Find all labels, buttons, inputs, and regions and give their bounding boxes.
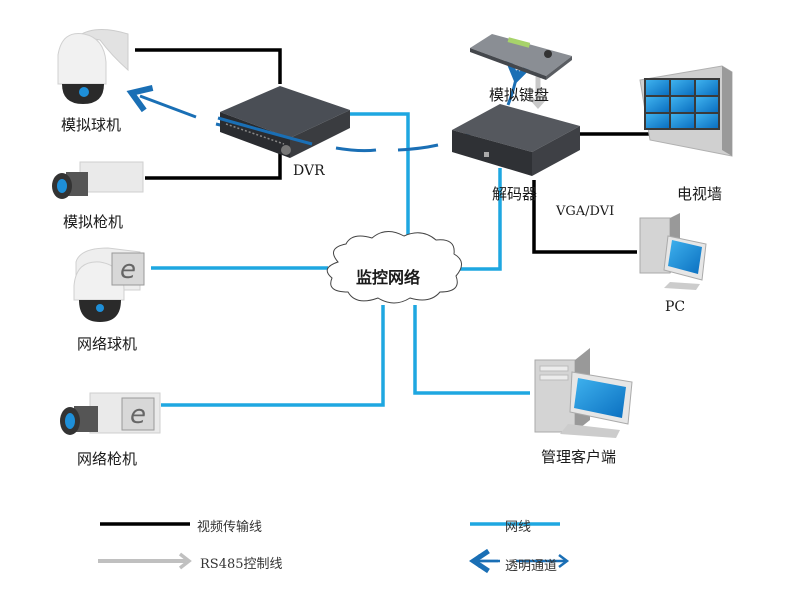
video-wall-icon	[639, 65, 733, 157]
network-line-dvr	[350, 112, 410, 246]
label-network-cloud: 监控网络	[356, 268, 421, 287]
video-line-analog-dome-dvr	[135, 48, 282, 84]
label-vga-dvi: VGA/DVI	[556, 204, 615, 219]
label-video-wall: 电视墙	[677, 185, 723, 203]
video-line-decoder-pc	[532, 180, 637, 254]
network-lines	[151, 112, 530, 407]
analog-keyboard-icon	[470, 34, 572, 80]
network-line-network-bullet	[161, 305, 385, 407]
dvr-icon	[217, 86, 350, 158]
label-network-dome: 网络球机	[77, 335, 138, 353]
network-line-mgmt	[413, 305, 530, 395]
pc-icon	[639, 213, 707, 290]
label-decoder: 解码器	[492, 185, 538, 203]
network-cloud-icon	[326, 231, 462, 304]
decoder-icon	[452, 104, 580, 176]
video-lines	[135, 48, 652, 254]
label-management-client: 管理客户端	[541, 448, 617, 466]
network-line-decoder	[460, 168, 502, 271]
legend	[98, 522, 570, 574]
video-wall-screens	[644, 78, 720, 130]
network-dome-camera-icon: e	[73, 247, 145, 322]
label-pc: PC	[665, 299, 686, 315]
rs485-arrow	[528, 72, 548, 110]
label-analog-dome: 模拟球机	[61, 116, 122, 134]
svg-text:e: e	[130, 400, 146, 430]
legend-label-network-line: 网线	[505, 520, 532, 535]
label-analog-bullet: 模拟枪机	[63, 213, 124, 231]
label-keyboard: 模拟键盘	[489, 86, 550, 104]
label-network-bullet: 网络枪机	[77, 450, 138, 468]
label-dvr: DVR	[293, 163, 325, 179]
management-client-icon	[534, 348, 633, 438]
analog-dome-camera-icon	[57, 29, 129, 104]
video-line-analog-bullet-dvr	[145, 152, 282, 180]
svg-text:e: e	[120, 255, 136, 285]
legend-label-video-line: 视频传输线	[197, 520, 263, 535]
network-bullet-camera-icon: e	[60, 392, 161, 435]
legend-label-transparent-channel: 透明通道	[505, 559, 558, 574]
legend-label-rs485: RS485控制线	[200, 557, 283, 572]
analog-bullet-camera-icon	[52, 161, 144, 199]
legend-rs485-arrow	[98, 552, 192, 570]
legend-transparent-channel	[468, 548, 570, 574]
